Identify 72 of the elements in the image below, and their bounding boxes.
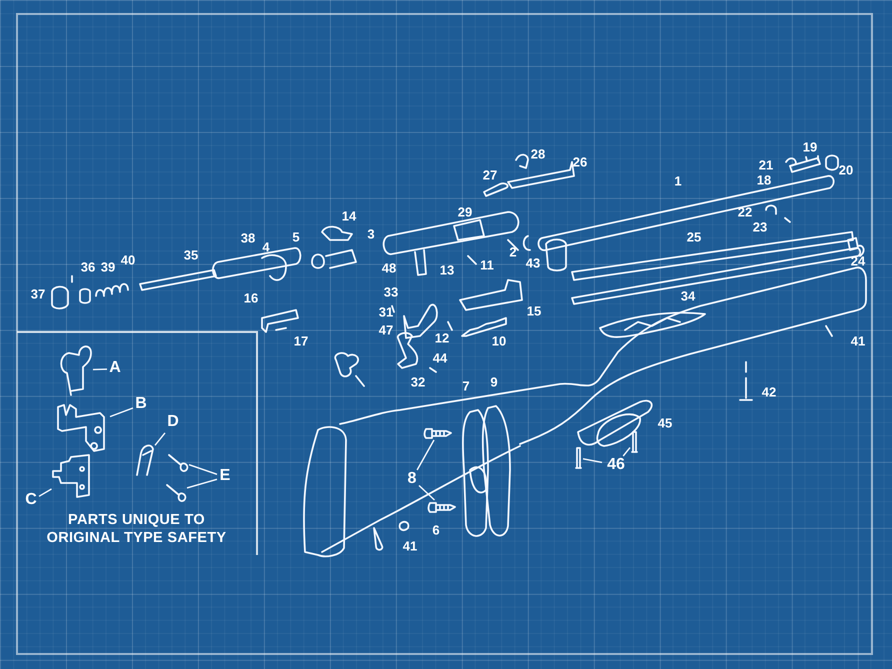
callout-number: 15	[526, 304, 542, 318]
callout-number: 25	[686, 230, 702, 244]
callout-number: 9	[490, 374, 498, 390]
callout-number: 21	[758, 158, 774, 172]
callout-number: 37	[30, 286, 46, 302]
leader-line	[416, 440, 435, 470]
screw-icon	[424, 426, 452, 440]
callout-number: 41	[850, 334, 866, 348]
callout-number: 33	[384, 284, 398, 300]
inset-caption: PARTS UNIQUE TO ORIGINAL TYPE SAFETY	[46, 511, 228, 547]
callout-number: 35	[184, 248, 198, 262]
callout-number: 13	[440, 262, 454, 278]
leader-line	[188, 464, 218, 475]
callout-number: 29	[458, 204, 472, 220]
callout-number: 28	[530, 146, 546, 162]
leader-line	[38, 488, 52, 497]
callout-number: 39	[100, 260, 116, 274]
callout-number: 32	[410, 374, 426, 390]
callout-number: 47	[378, 322, 394, 338]
callout-number: 12	[434, 330, 450, 346]
callout-letter: A	[107, 359, 123, 379]
callout-number: 19	[802, 140, 818, 154]
callout-number: 45	[658, 416, 672, 430]
callout-number: 10	[492, 334, 506, 348]
callout-number: 1	[674, 174, 682, 188]
callout-number: 22	[738, 204, 752, 220]
callout-number: 8	[405, 470, 419, 488]
callout-letter: E	[217, 467, 233, 487]
callout-number: 48	[382, 260, 396, 276]
callout-number: 4	[262, 240, 270, 254]
inset-panel	[17, 331, 258, 555]
callout-number: 24	[850, 254, 866, 268]
callout-number: 40	[120, 252, 136, 268]
screw-icon	[428, 500, 456, 514]
plate-icon	[51, 455, 93, 499]
callout-number: 17	[294, 334, 308, 348]
leader-line	[186, 478, 218, 489]
screw-icon	[574, 446, 583, 470]
callout-number: 11	[480, 258, 494, 272]
callout-letter: C	[23, 491, 39, 511]
callout-number: 34	[680, 288, 696, 304]
callout-letter: D	[165, 413, 181, 433]
leader-line	[110, 407, 134, 418]
callout-number: 44	[432, 350, 448, 366]
leader-line	[622, 447, 631, 456]
callout-number: 20	[838, 162, 854, 178]
callout-number: 38	[240, 230, 256, 246]
callout-number: 42	[762, 384, 776, 400]
callout-number: 7	[462, 378, 470, 394]
callout-number: 27	[482, 168, 498, 182]
screw-icon	[165, 481, 187, 501]
callout-number: 46	[602, 456, 630, 474]
leader-line	[582, 458, 602, 464]
callout-number: 16	[244, 290, 258, 306]
callout-number: 6	[432, 522, 440, 538]
callout-number: 43	[526, 256, 540, 270]
callout-number: 3	[367, 226, 375, 242]
leader-line	[418, 484, 435, 501]
leader-line	[92, 368, 108, 370]
callout-number: 41	[402, 538, 418, 554]
callout-number: 5	[292, 230, 300, 244]
screw-icon	[630, 430, 639, 454]
callout-number: 2	[509, 244, 517, 260]
callout-number: 23	[752, 220, 768, 234]
callout-number: 26	[572, 154, 588, 170]
callout-number: 31	[378, 304, 394, 320]
callout-number: 14	[342, 208, 356, 224]
callout-number: 18	[756, 172, 772, 188]
callout-letter: B	[133, 395, 149, 415]
callout-number: 36	[80, 260, 96, 274]
screw-icon	[167, 451, 189, 471]
leader-line	[154, 432, 166, 446]
